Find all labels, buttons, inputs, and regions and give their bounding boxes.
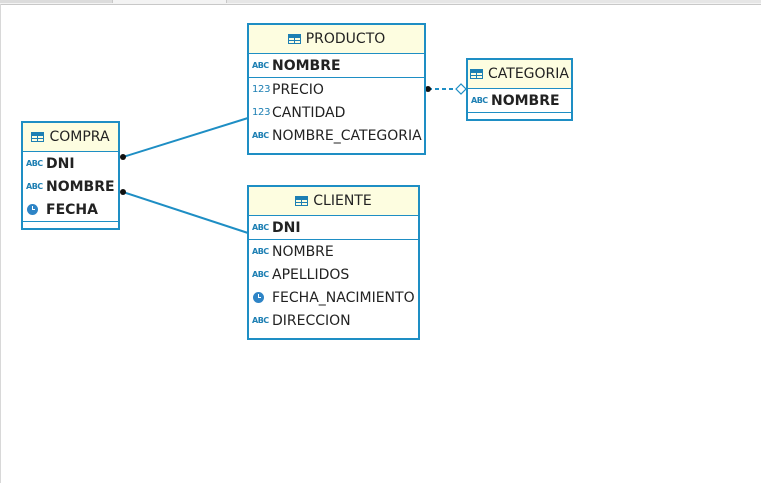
entity-header: PRODUCTO	[249, 25, 424, 54]
column-name: CANTIDAD	[272, 104, 346, 121]
text-type-icon: ABC	[252, 247, 269, 256]
pk-section: ABC NOMBRE	[249, 54, 424, 78]
column-name: DNI	[46, 155, 75, 172]
clock-icon	[253, 292, 264, 303]
column-row[interactable]: ABC DNI	[249, 216, 418, 239]
attr-section: 123 PRECIO 123 CANTIDAD ABC NOMBRE_CATEG…	[249, 78, 424, 147]
column-row[interactable]: ABC NOMBRE	[249, 240, 418, 263]
attr-section	[468, 113, 571, 117]
text-type-icon: ABC	[26, 159, 43, 168]
number-type-icon: 123	[252, 84, 271, 95]
entity-header: CLIENTE	[249, 187, 418, 216]
attr-section	[23, 222, 118, 226]
table-icon	[287, 34, 301, 44]
column-name: NOMBRE	[46, 178, 115, 195]
entity-cliente[interactable]: CLIENTE ABC DNI ABC NOMBRE ABC APELLIDOS…	[247, 185, 420, 340]
relation-end-dot	[425, 86, 431, 92]
pk-section: ABC DNI	[249, 216, 418, 240]
text-type-icon: ABC	[26, 182, 43, 191]
entity-categoria[interactable]: CATEGORIA ABC NOMBRE	[466, 58, 573, 121]
entity-producto[interactable]: PRODUCTO ABC NOMBRE 123 PRECIO 123 CANTI…	[247, 23, 426, 155]
column-row[interactable]: ABC APELLIDOS	[249, 263, 418, 286]
pk-section: ABC NOMBRE	[468, 89, 571, 113]
column-row[interactable]: 123 PRECIO	[249, 78, 424, 101]
column-name: NOMBRE	[491, 92, 560, 109]
column-name: APELLIDOS	[272, 266, 350, 283]
entity-title: COMPRA	[49, 129, 110, 145]
column-row[interactable]: ABC NOMBRE	[23, 175, 118, 198]
column-name: NOMBRE	[272, 243, 334, 260]
text-type-icon: ABC	[252, 316, 269, 325]
text-type-icon: ABC	[252, 223, 269, 232]
relation-end-dot	[120, 189, 126, 195]
entity-title: CLIENTE	[313, 193, 372, 209]
column-name: NOMBRE	[272, 57, 341, 74]
column-row[interactable]: FECHA_NACIMIENTO	[249, 286, 418, 309]
entity-title: CATEGORIA	[488, 66, 569, 82]
text-type-icon: ABC	[471, 96, 488, 105]
column-row[interactable]: ABC NOMBRE_CATEGORIA	[249, 124, 424, 147]
text-type-icon: ABC	[252, 61, 269, 70]
relation-diamond	[455, 83, 467, 95]
column-name: DIRECCION	[272, 312, 351, 329]
column-row[interactable]: FECHA	[23, 198, 118, 221]
canvas-left-border	[0, 4, 1, 483]
table-icon	[295, 196, 309, 206]
relation-end-dot	[120, 154, 126, 160]
column-row[interactable]: ABC DIRECCION	[249, 309, 418, 332]
column-row[interactable]: ABC NOMBRE	[468, 89, 571, 112]
entity-title: PRODUCTO	[305, 31, 386, 47]
clock-icon	[27, 204, 38, 215]
column-row[interactable]: ABC NOMBRE	[249, 54, 424, 77]
relation-compra-cliente	[122, 191, 249, 234]
text-type-icon: ABC	[252, 270, 269, 279]
editor-tab[interactable]	[0, 0, 113, 3]
relation-compra-producto	[122, 117, 249, 158]
attr-section: ABC NOMBRE ABC APELLIDOS FECHA_NACIMIENT…	[249, 240, 418, 332]
table-icon	[31, 132, 45, 142]
column-name: NOMBRE_CATEGORIA	[272, 127, 422, 144]
entity-compra[interactable]: COMPRA ABC DNI ABC NOMBRE FECHA	[21, 121, 120, 230]
column-row[interactable]: ABC DNI	[23, 152, 118, 175]
column-name: PRECIO	[272, 81, 324, 98]
column-row[interactable]: 123 CANTIDAD	[249, 101, 424, 124]
pk-section: ABC DNI ABC NOMBRE FECHA	[23, 152, 118, 222]
column-name: FECHA	[46, 201, 98, 218]
editor-tab-area	[226, 0, 761, 3]
column-name: DNI	[272, 219, 301, 236]
column-name: FECHA_NACIMIENTO	[272, 289, 415, 306]
text-type-icon: ABC	[252, 131, 269, 140]
entity-header: COMPRA	[23, 123, 118, 152]
entity-header: CATEGORIA	[468, 60, 571, 89]
number-type-icon: 123	[252, 107, 271, 118]
table-icon	[470, 69, 484, 79]
